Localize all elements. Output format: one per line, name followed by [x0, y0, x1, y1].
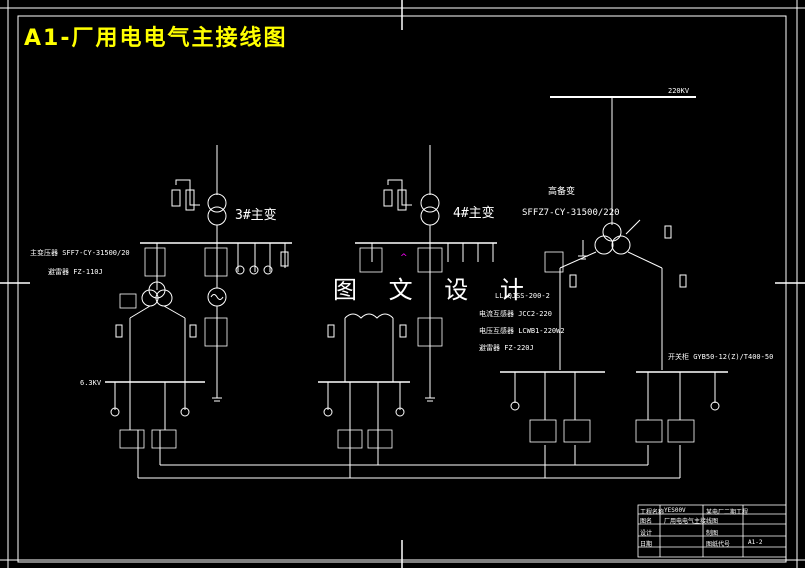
left-note-line2: 避雷器 FZ-110J [48, 268, 103, 276]
transformer-4-section [318, 145, 497, 478]
switchgear-label: 开关柜 GYB50-12(Z)/T400-50 [668, 353, 774, 361]
tb-project-code: YES00V [664, 507, 686, 514]
standby-transformer-section [500, 219, 728, 478]
marker-caret: ^ [400, 253, 408, 263]
tb-project-label: 工程名称 [640, 509, 665, 516]
title-block [637, 504, 787, 558]
middle-note-line4: 避雷器 FZ-220J [479, 344, 534, 352]
middle-note-line2: 电流互感器 JCC2-220 [479, 310, 552, 318]
bus-63kv-label: 6.3KV [80, 379, 102, 387]
left-note-line1: 主变压器 SFF7-CY-31500/20 [30, 249, 130, 257]
tb-code-label: 图纸代号 [706, 541, 731, 548]
watermark: 图 文 设 计 [333, 276, 536, 304]
standby-transformer-label: 高备变 [548, 187, 576, 197]
transformer-3-label: 3#主变 [235, 208, 277, 223]
tb-drawing-name: 厂用电电气主接线图 [664, 518, 719, 525]
drawing-title: A1-厂用电电气主接线图 [24, 26, 288, 51]
standby-transformer-model: SFFZ7-CY-31500/220 [522, 208, 620, 218]
tb-date-label: 日期 [640, 541, 653, 548]
middle-note-line3: 电压互感器 LCWB1-220W2 [479, 327, 565, 335]
transformer-3-section [105, 145, 292, 478]
transformer-4-label: 4#主变 [453, 206, 495, 221]
tb-code-value: A1-2 [748, 539, 763, 546]
tb-drafter-label: 制图 [706, 530, 719, 537]
tb-designer-label: 设计 [640, 530, 653, 537]
tb-drawing-label: 图名 [640, 518, 653, 525]
bus-220kv-label: 220KV [668, 87, 690, 95]
middle-note-line1: LL QJSS-200-2 [495, 292, 550, 300]
tb-project-name: 某电厂二期工程 [706, 509, 749, 516]
